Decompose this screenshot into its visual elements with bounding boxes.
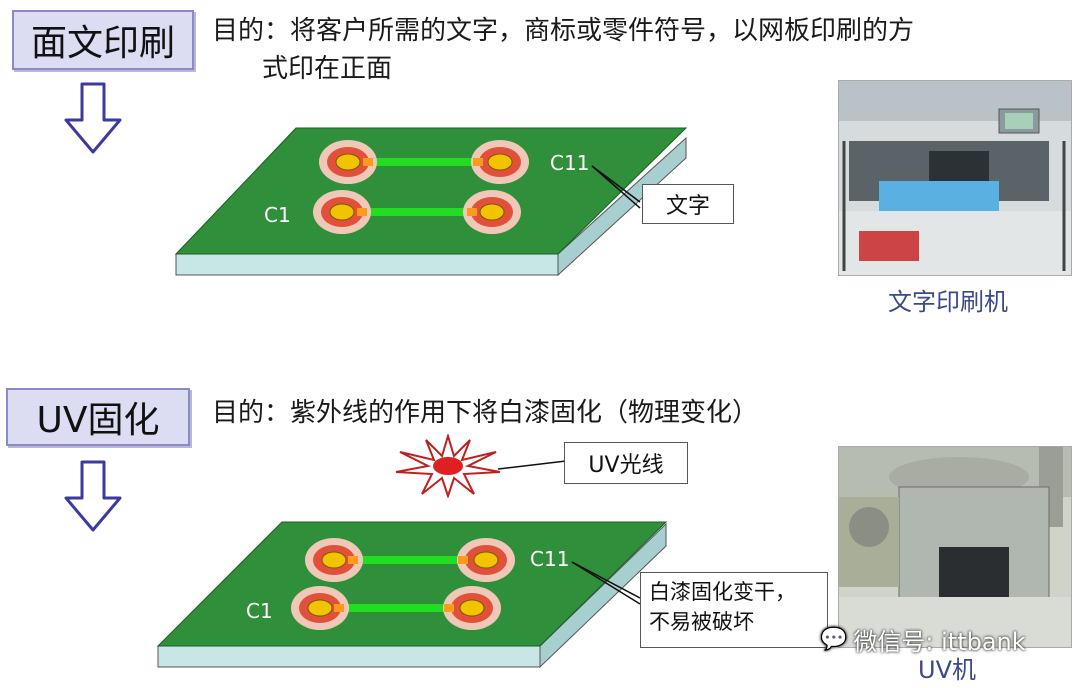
silkscreen-label-c11: C11 [530, 547, 569, 571]
pad [291, 586, 349, 630]
pad [319, 140, 377, 184]
cured-paint-callout-line-2: 不易被破坏 [649, 610, 754, 634]
callout-leader-line [571, 561, 641, 599]
silkscreen-label-c11: C11 [550, 151, 589, 175]
pad [471, 140, 529, 184]
purpose-text-uv-curing: 目的：紫外线的作用下将白漆固化（物理变化） [212, 398, 759, 428]
down-arrow-icon [64, 460, 122, 532]
pad [443, 586, 501, 630]
pad [463, 190, 521, 234]
cured-paint-callout: 白漆固化变干， 不易被破坏 [640, 572, 828, 648]
pcb-board-illustration: C1 C11 [174, 127, 688, 277]
pad [305, 538, 363, 582]
copper-trace [363, 158, 481, 166]
step-label-uv-curing: UV固化 [6, 388, 190, 446]
purpose-text-silkscreen: 目的：将客户所需的文字，商标或零件符号，以网板印刷的方 式印在正面 [212, 12, 914, 88]
copper-trace [363, 208, 481, 216]
step-label-silkscreen: 面文印刷 [12, 10, 194, 70]
pad [313, 190, 371, 234]
callout-leader-line [591, 165, 641, 203]
silkscreen-label-c1: C1 [246, 599, 273, 623]
chat-bubble-icon: 💬 [820, 627, 848, 652]
uv-light-burst-icon [395, 434, 501, 498]
cured-paint-callout-line-1: 白漆固化变干， [649, 580, 796, 604]
step-label-text: 面文印刷 [30, 23, 175, 64]
watermark: 💬 微信号: ittbank [820, 622, 1026, 657]
printing-machine-photo [838, 80, 1072, 276]
purpose-line-2: 式印在正面 [262, 54, 393, 84]
callout-text-label: 文字 [642, 184, 734, 224]
down-arrow-icon [64, 82, 122, 154]
uv-light-callout-text: UV光线 [588, 453, 664, 478]
callout-leader-line [571, 561, 641, 605]
uv-light-callout: UV光线 [564, 442, 688, 484]
callout-leader-line [591, 165, 641, 209]
purpose-line-1: 目的：将客户所需的文字，商标或零件符号，以网板印刷的方 [212, 16, 915, 46]
uv-machine-photo [838, 446, 1072, 648]
step-label-text: UV固化 [36, 400, 160, 441]
pcb-board-illustration: C1 C11 [156, 521, 668, 669]
photo-caption-uv-machine: UV机 [918, 656, 976, 684]
photo-caption-printing-machine: 文字印刷机 [888, 288, 1008, 316]
copper-trace [358, 556, 476, 564]
callout-leader-line [498, 460, 567, 470]
silkscreen-label-c1: C1 [264, 203, 291, 227]
watermark-text: 微信号: ittbank [853, 628, 1026, 656]
copper-trace [342, 604, 460, 612]
pad [457, 538, 515, 582]
callout-text: 文字 [665, 194, 710, 219]
